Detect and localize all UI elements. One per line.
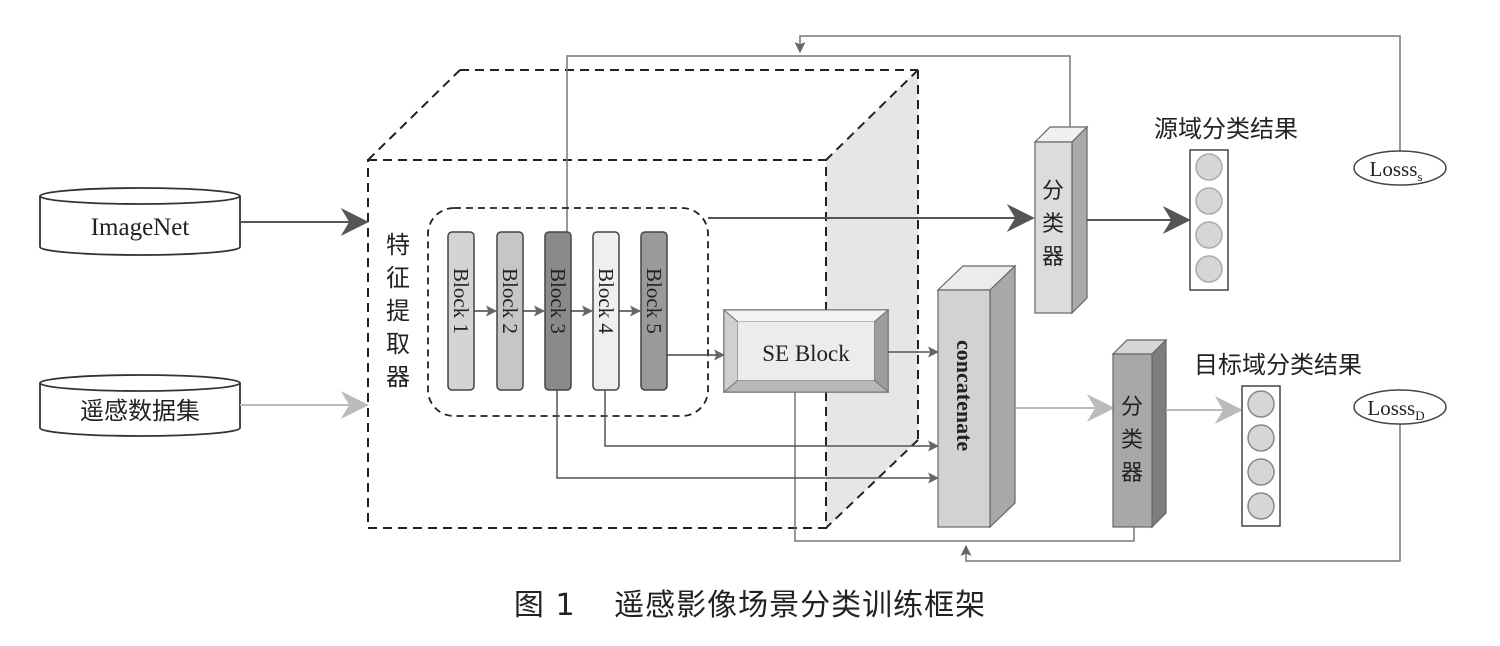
concatenate-block: concatenate xyxy=(936,264,1017,529)
loss-s-subscript: s xyxy=(1417,169,1422,184)
target-result-title: 目标域分类结果 xyxy=(1194,351,1362,379)
svg-text:取: 取 xyxy=(386,330,410,358)
feature-extractor-box xyxy=(367,69,919,529)
loss-s-feedback xyxy=(794,35,1401,166)
se-block: SE Block xyxy=(722,308,890,394)
loss-s-label: Losss xyxy=(1370,157,1418,181)
svg-text:提: 提 xyxy=(386,297,410,325)
block-4: Block 4 xyxy=(592,231,620,391)
source-classifier: 分 类 器 xyxy=(1033,125,1089,315)
loss-d-feedback xyxy=(794,390,1401,562)
block-4-label: Block 4 xyxy=(594,268,618,334)
source-result-title: 源域分类结果 xyxy=(1154,115,1298,143)
svg-text:征: 征 xyxy=(386,264,410,292)
block-5: Block 5 xyxy=(640,231,668,391)
source-result-output xyxy=(1189,149,1229,291)
block-2-label: Block 2 xyxy=(498,268,522,334)
svg-text:类: 类 xyxy=(1042,212,1064,237)
loss-d-label: Losss xyxy=(1367,396,1415,420)
remote-sensing-dataset: 遥感数据集 xyxy=(39,374,241,437)
svg-text:LosssD: LosssD xyxy=(1367,396,1424,423)
svg-text:器: 器 xyxy=(1121,461,1143,486)
block-1-label: Block 1 xyxy=(449,268,473,334)
target-classifier: 分 类 器 xyxy=(1111,338,1168,529)
svg-text:分: 分 xyxy=(1121,395,1143,420)
source-classifier-feedback xyxy=(566,55,1071,232)
feature-extractor-label: 特 征 提 取 器 xyxy=(386,231,410,391)
svg-text:Lossss: Lossss xyxy=(1370,157,1423,184)
svg-text:器: 器 xyxy=(386,363,410,391)
loss-d-node: LosssD xyxy=(1353,389,1447,425)
target-result-output xyxy=(1241,385,1281,527)
framework-diagram: ImageNet 遥感数据集 特 征 提 取 器 Block 1 Block 2… xyxy=(39,35,1447,562)
svg-text:分: 分 xyxy=(1042,179,1064,204)
block-group xyxy=(427,207,709,417)
block-3-label: Block 3 xyxy=(546,268,570,334)
block-2: Block 2 xyxy=(496,231,524,391)
block-3: Block 3 xyxy=(544,231,572,391)
figure-title: 遥感影像场景分类训练框架 xyxy=(614,588,987,623)
loss-s-node: Lossss xyxy=(1353,150,1447,186)
se-block-label: SE Block xyxy=(762,341,850,366)
remote-sensing-label: 遥感数据集 xyxy=(80,397,200,425)
loss-d-subscript: D xyxy=(1415,408,1424,423)
figure-number: 图 1 xyxy=(513,588,576,623)
svg-text:器: 器 xyxy=(1042,245,1064,270)
block-5-label: Block 5 xyxy=(642,268,666,334)
svg-text:类: 类 xyxy=(1121,428,1143,453)
svg-text:特: 特 xyxy=(386,231,410,259)
imagenet-label: ImageNet xyxy=(91,214,190,241)
block-1: Block 1 xyxy=(447,231,475,391)
skip-connections xyxy=(556,390,940,484)
imagenet-dataset: ImageNet xyxy=(39,187,241,256)
figure-caption: 图 1 遥感影像场景分类训练框架 xyxy=(0,580,1500,624)
concatenate-label: concatenate xyxy=(952,340,977,451)
